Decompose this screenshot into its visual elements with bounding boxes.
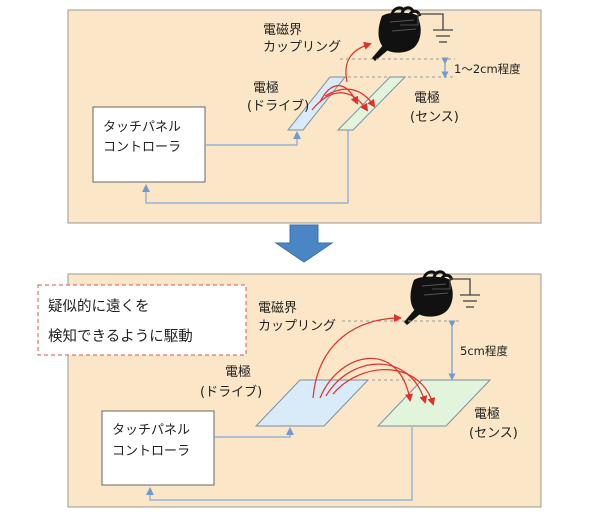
drive-label-line2: (ドライブ): [200, 384, 262, 400]
sense-label-line2: (センス): [410, 110, 459, 125]
sense-label-line2: (センス): [469, 426, 518, 441]
coupling-label-line1: 電磁界: [258, 301, 297, 316]
drive-electrode: [254, 379, 370, 427]
bottom-controller-box: [101, 410, 215, 486]
coupling-label-line2: カップリング: [263, 40, 341, 55]
bottom-wires: [146, 427, 413, 501]
top-controller-box: [92, 106, 206, 183]
down-arrow-icon: [274, 224, 334, 263]
bottom-panel: 疑似的に遠くを 検知できるように駆動 5cm程度 電磁界 カップリング: [37, 270, 542, 508]
sense-label-line1: 電極: [474, 406, 500, 422]
note-line2: 検知できるように駆動: [48, 328, 193, 345]
coupling-arrows: [311, 41, 376, 112]
top-controller-line2: コントローラ: [103, 140, 181, 155]
note-box: [37, 284, 247, 356]
drive-label-line1: 電極: [253, 80, 279, 96]
ground-icon: [432, 278, 480, 308]
distance-label: 5cm程度: [460, 344, 508, 358]
drive-electrode: [286, 76, 347, 131]
ground-icon: [400, 13, 453, 43]
drive-label-line2: (ドライブ): [247, 98, 309, 114]
note-line1: 疑似的に遠くを: [48, 298, 150, 315]
bottom-controller-line2: コントローラ: [112, 444, 190, 459]
coupling-label-line2: カップリング: [258, 319, 336, 334]
top-wires: [142, 130, 349, 204]
coupling-label-line1: 電磁界: [263, 23, 302, 38]
coupling-arrows: [312, 314, 436, 406]
top-panel: 1～2cm程度 電磁界 カップリング 電極 (ドライブ) 電極 (センス) タッ…: [67, 6, 542, 224]
distance-label: 1～2cm程度: [454, 62, 521, 76]
top-controller-line1: タッチパネル: [103, 120, 181, 135]
drive-label-line1: 電極: [225, 364, 251, 380]
sense-label-line1: 電極: [414, 90, 440, 106]
bottom-controller-line1: タッチパネル: [112, 423, 190, 438]
